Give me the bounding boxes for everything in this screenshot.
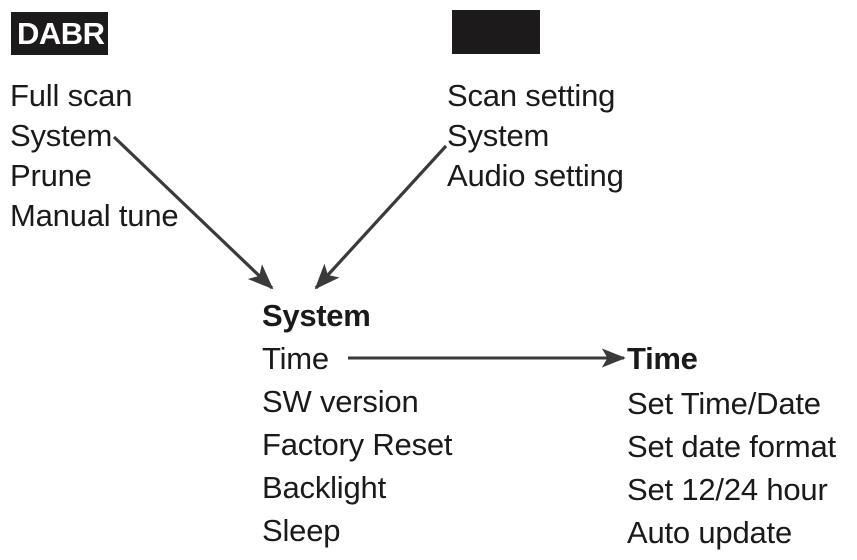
system-menu-title: System: [262, 298, 371, 333]
menu-item-time[interactable]: Time: [262, 341, 329, 376]
dab-mode-chip: DABR: [11, 12, 108, 55]
menu-item-factory-reset[interactable]: Factory Reset: [262, 427, 453, 462]
menu-item-system-dab[interactable]: System: [10, 118, 113, 153]
menu-item-system-main[interactable]: System: [447, 118, 550, 153]
menu-item-sleep[interactable]: Sleep: [262, 513, 341, 548]
menu-item-auto-update[interactable]: Auto update: [627, 515, 793, 550]
main-menu-column: Scan setting System Audio setting: [447, 80, 624, 200]
menu-item-full-scan[interactable]: Full scan: [10, 78, 133, 113]
menu-item-set-date-format[interactable]: Set date format: [627, 429, 836, 464]
menu-item-audio-setting[interactable]: Audio setting: [447, 158, 624, 193]
menu-item-sw-version[interactable]: SW version: [262, 384, 419, 419]
menu-item-prune[interactable]: Prune: [10, 158, 92, 193]
menu-item-set-time-date[interactable]: Set Time/Date: [627, 386, 821, 421]
blank-mode-chip: [452, 10, 540, 54]
menu-item-manual-tune[interactable]: Manual tune: [10, 198, 179, 233]
menu-item-scan-setting[interactable]: Scan setting: [447, 78, 616, 113]
dab-mode-chip-label: DABR: [17, 16, 105, 51]
menu-item-set-12-24-hour[interactable]: Set 12/24 hour: [627, 472, 828, 507]
system-menu-column: System Time SW version Factory Reset Bac…: [262, 298, 453, 558]
menu-item-backlight[interactable]: Backlight: [262, 470, 386, 505]
time-menu-column: Time Set Time/Date Set date format Set 1…: [627, 343, 836, 560]
dab-menu-column: Full scan System Prune Manual tune: [10, 78, 179, 240]
arrow-main-system-to-system: [314, 144, 448, 290]
time-menu-title: Time: [627, 341, 698, 376]
